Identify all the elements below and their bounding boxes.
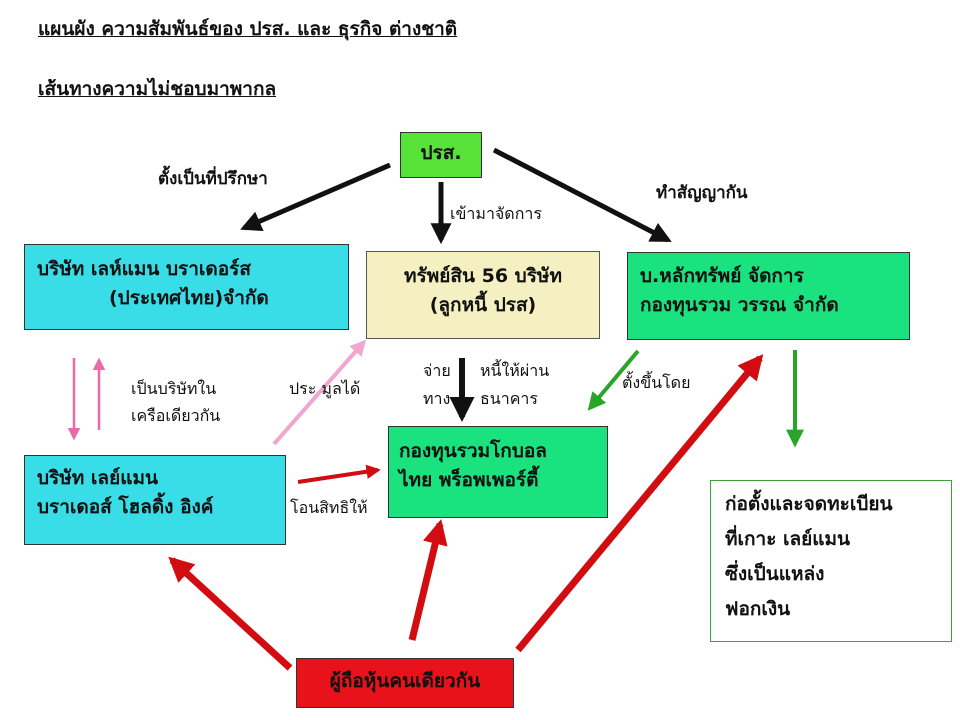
- node-assets-56: ทรัพย์สิน 56 บริษัท (ลูกหนี้ ปรส): [366, 251, 600, 339]
- node-lehman-thailand: บริษัท เลห์แมน บราเดอร์ส (ประเทศไทย)จำกั…: [24, 244, 349, 330]
- node-shareholders-label: ผู้ถือหุ้นคนเดียวกัน: [329, 670, 481, 692]
- arrow-shareholder-to-fund: [408, 519, 448, 641]
- edge-label-auction: ประ มูลได้: [289, 379, 361, 398]
- node-prsa-label: ปรส.: [420, 142, 462, 164]
- edge-label-debt-1: หนี้ให้ผ่าน: [480, 361, 550, 380]
- edge-label-same-group-2: เครือเดียวกัน: [131, 406, 221, 425]
- node-securities-mgmt: บ.หลักทรัพย์ จัดการ กองทุนรวม วรรณ จำกัด: [627, 252, 910, 340]
- edge-label-same-group-1: เป็นบริษัทใน: [131, 379, 217, 398]
- node-global-fund: กองทุนรวมโกบอล ไทย พร็อพเพอร์ตี้: [388, 426, 608, 518]
- arrow-securities-to-fund: [587, 349, 640, 411]
- node-fund-line2: ไทย พร็อพเพอร์ตี้: [399, 469, 539, 492]
- edge-label-manage: เข้ามาจัดการ: [450, 204, 542, 223]
- arrow-shareholder-to-securities: [515, 354, 764, 653]
- node-island-line3: ซึ่งเป็นแหล่ง: [725, 563, 825, 586]
- node-prsa: ปรส.: [400, 132, 482, 178]
- arrow-holding-to-fund: [297, 464, 381, 484]
- node-holdings-line1: บริษัท เลย์แมน: [37, 467, 158, 489]
- node-securities-line1: บ.หลักทรัพย์ จัดการ: [640, 265, 804, 287]
- node-island-line4: ฟอกเงิน: [725, 598, 791, 621]
- edge-label-pay-1: จ่าย: [423, 361, 451, 380]
- node-assets-line1: ทรัพย์สิน 56 บริษัท: [404, 265, 562, 287]
- node-island-line2: ที่เกาะ เลย์แมน: [725, 528, 851, 551]
- node-island-note: ก่อตั้งและจดทะเบียน ที่เกาะ เลย์แมน ซึ่ง…: [710, 480, 952, 642]
- node-island-line1: ก่อตั้งและจดทะเบียน: [725, 493, 893, 515]
- edge-label-pay-2: ทาง: [423, 389, 451, 408]
- diagram-subtitle: เส้นทางความไม่ชอบมาพากล: [38, 78, 277, 100]
- diagram-title: แผนผัง ความสัมพันธ์ของ ปรส. และ ธุรกิจ ต…: [38, 18, 458, 40]
- node-shareholders: ผู้ถือหุ้นคนเดียวกัน: [296, 658, 514, 708]
- edge-label-transfer-rights: โอนสิทธิให้: [290, 498, 368, 517]
- arrow-holding-to-assets: [272, 339, 367, 446]
- node-holdings-line2: บราเดอส์ โฮลดิ้ง อิงค์: [37, 496, 214, 519]
- edge-label-established-by: ตั้งขึ้นโดย: [622, 373, 691, 392]
- node-securities-line2: กองทุนรวม วรรณ จำกัด: [640, 294, 839, 317]
- arrow-prsa-to-lehman: [240, 162, 391, 231]
- arrow-prsa-to-securities: [492, 147, 672, 243]
- edge-label-contract: ทำสัญญากัน: [656, 183, 748, 203]
- node-fund-line1: กองทุนรวมโกบอล: [399, 440, 547, 462]
- node-lehman-thailand-line1: บริษัท เลห์แมน บราเดอร์ส: [37, 258, 251, 280]
- edge-label-debt-2: ธนาคาร: [480, 389, 538, 408]
- arrow-shareholder-to-holding: [168, 556, 293, 671]
- node-assets-line2: (ลูกหนี้ ปรส): [429, 294, 537, 317]
- node-lehman-holdings: บริษัท เลย์แมน บราเดอส์ โฮลดิ้ง อิงค์: [24, 455, 286, 545]
- node-lehman-thailand-line2: (ประเทศไทย)จำกัด: [109, 287, 269, 310]
- edge-label-advisor: ตั้งเป็นที่ปรึกษา: [158, 169, 268, 189]
